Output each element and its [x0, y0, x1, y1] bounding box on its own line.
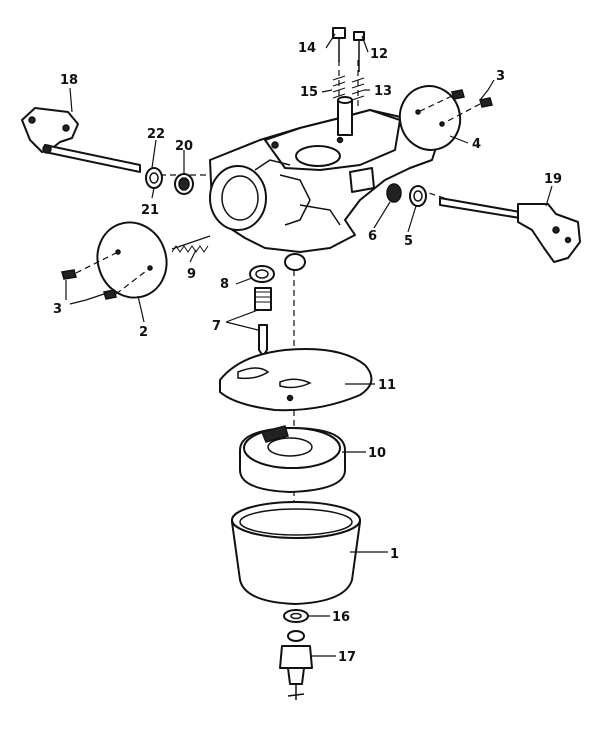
bowl-gasket [219, 348, 373, 412]
callout-21: 21 [141, 203, 159, 218]
idle-screw-spring [171, 235, 211, 253]
callout-12: 12 [370, 47, 388, 62]
choke-shaft-lever [439, 197, 581, 263]
throttle-plate [96, 221, 168, 299]
callout-7: 7 [212, 319, 221, 334]
choke-plate-screws [417, 89, 493, 125]
callout-3-throttle: 3 [53, 302, 62, 317]
throttle-shaft-lever [21, 107, 141, 173]
callout-17: 17 [338, 650, 356, 665]
mixture-screws [332, 27, 365, 101]
callout-9: 9 [187, 267, 196, 282]
bowl-bolt [279, 630, 313, 700]
callout-1: 1 [390, 547, 399, 562]
callout-14: 14 [298, 41, 316, 56]
callout-3-choke: 3 [496, 69, 505, 84]
float [239, 425, 346, 493]
callout-2: 2 [139, 325, 148, 340]
leader-lines [65, 33, 553, 657]
callout-16: 16 [332, 610, 350, 625]
callout-8: 8 [220, 277, 229, 292]
choke-shaft-seals [386, 183, 427, 207]
callout-4: 4 [472, 137, 481, 152]
callout-10: 10 [368, 446, 386, 461]
choke-plate [398, 85, 462, 151]
callout-19: 19 [544, 172, 562, 187]
callout-15: 15 [300, 85, 318, 100]
carburetor-body [209, 96, 441, 271]
float-needle-assembly [249, 265, 275, 357]
throttle-shaft-seals [145, 167, 194, 195]
callout-11: 11 [378, 378, 396, 393]
throttle-plate-screws [61, 251, 151, 300]
callout-6: 6 [368, 229, 377, 244]
float-bowl [231, 501, 361, 605]
callout-22: 22 [147, 127, 165, 142]
callout-13: 13 [374, 84, 392, 99]
part-number-callouts: 1 2 3 3 4 5 6 7 8 9 10 11 12 13 14 15 16… [53, 41, 562, 665]
bowl-washer [283, 609, 309, 623]
callout-20: 20 [175, 139, 193, 154]
callout-5: 5 [404, 234, 413, 249]
callout-18: 18 [60, 73, 78, 88]
